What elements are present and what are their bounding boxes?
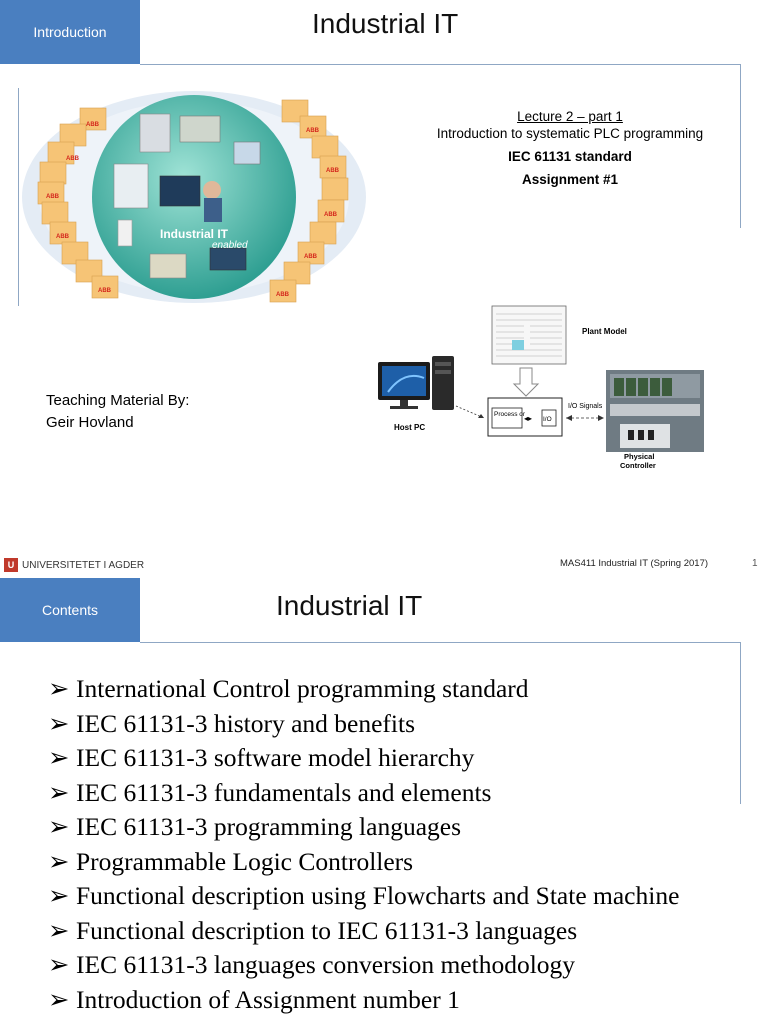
list-item: ➢IEC 61131-3 software model hierarchy (48, 743, 475, 772)
system-diagram: Plant Model Host PC Process or ◂▸ I/O I/… (378, 305, 704, 470)
list-item: ➢IEC 61131-3 programming languages (48, 812, 462, 841)
svg-text:ABB: ABB (306, 128, 320, 134)
list-item: ➢Functional description using Flowcharts… (48, 881, 680, 910)
list-item: ➢Introduction of Assignment number 1 (48, 984, 460, 1014)
arrow-bullet-icon: ➢ (48, 846, 70, 876)
list-item: ➢IEC 61131-3 languages conversion method… (48, 950, 576, 979)
svg-text:Plant Model: Plant Model (582, 327, 627, 336)
svg-text:ABB: ABB (56, 234, 70, 240)
svg-text:ABB: ABB (98, 288, 112, 294)
svg-text:ABB: ABB (276, 292, 290, 298)
cabinet-icon (139, 113, 171, 153)
slide-title: Industrial IT (312, 8, 459, 39)
university-logo: U UNIVERSITETET I AGDER (4, 558, 144, 572)
controller-icon (149, 253, 187, 279)
contents-list: ➢International Control programming stand… (48, 674, 688, 1019)
svg-text:ABB: ABB (46, 194, 60, 200)
right-rule (740, 642, 741, 804)
plc-rack-icon (179, 115, 221, 143)
operator-icon (203, 181, 221, 199)
list-item: ➢IEC 61131-3 fundamentals and elements (48, 777, 492, 807)
svg-text:ABB: ABB (326, 168, 340, 174)
title-rule (140, 64, 740, 65)
screen-icon (233, 141, 261, 165)
teaching-author: Geir Hovland (46, 414, 134, 431)
list-item: ➢Programmable Logic Controllers (48, 846, 414, 876)
svg-text:ABB: ABB (324, 212, 338, 218)
section-tag: Contents (0, 578, 140, 642)
list-item: ➢IEC 61131-3 history and benefits (48, 708, 415, 738)
right-card-stack (269, 99, 349, 303)
svg-text:ABB: ABB (86, 122, 100, 128)
arrow-bullet-icon: ➢ (48, 950, 70, 979)
svg-text:Controller: Controller (620, 461, 656, 470)
left-card-stack (37, 107, 119, 299)
teaching-credit: Teaching Material By: Geir Hovland (46, 390, 189, 434)
slide-introduction: Introduction Industrial IT (0, 0, 758, 572)
svg-text:I/O: I/O (543, 416, 552, 423)
panel-icon (113, 163, 149, 209)
slide-title: Industrial IT (276, 590, 423, 621)
svg-text:Host PC: Host PC (394, 423, 425, 432)
arrow-bullet-icon: ➢ (48, 984, 70, 1014)
university-logo-icon: U (4, 558, 18, 572)
svg-text:I/O Signals: I/O Signals (568, 403, 603, 410)
list-item: ➢International Control programming stand… (48, 674, 529, 703)
arrow-bullet-icon: ➢ (48, 812, 70, 841)
svg-text:◂▸: ◂▸ (524, 414, 532, 423)
monitor-icon (159, 175, 201, 207)
physical-controller-photo (606, 370, 704, 452)
host-pc-icon (378, 356, 454, 410)
industrial-it-illustration: ABB ABB ABB ABB ABB ABB ABB ABB ABB ABB (22, 91, 366, 303)
device-icon (117, 219, 133, 247)
university-name: UNIVERSITETET I AGDER (22, 559, 145, 571)
svg-text:Process or: Process or (494, 411, 526, 418)
section-tag: Introduction (0, 0, 140, 64)
lecture-standard: IEC 61131 standard (508, 149, 632, 164)
svg-text:Physical: Physical (624, 452, 654, 461)
list-item: ➢Functional description to IEC 61131-3 l… (48, 915, 578, 945)
slide-contents: Contents Industrial IT ➢International Co… (0, 578, 768, 1024)
down-arrow-icon (512, 367, 540, 397)
title-rule (140, 642, 740, 643)
arrow-bullet-icon: ➢ (48, 708, 70, 738)
left-rule (18, 88, 19, 306)
course-footer: MAS411 Industrial IT (Spring 2017) (560, 558, 709, 569)
svg-text:ABB: ABB (66, 156, 80, 162)
arrow-bullet-icon: ➢ (48, 777, 70, 807)
lecture-topic: Introduction to systematic PLC programmi… (436, 126, 704, 141)
right-rule (740, 64, 741, 228)
svg-text:ABB: ABB (304, 254, 318, 260)
page-number: 1 (752, 558, 758, 569)
lecture-assignment: Assignment #1 (521, 172, 619, 187)
arrow-bullet-icon: ➢ (48, 881, 70, 910)
svg-text:Industrial IT: Industrial IT (160, 227, 229, 241)
lecture-number: Lecture 2 – part 1 (517, 109, 623, 124)
display-icon (209, 247, 247, 271)
arrow-bullet-icon: ➢ (48, 743, 70, 772)
arrow-bullet-icon: ➢ (48, 674, 70, 703)
plant-model-sheet (491, 305, 567, 365)
teaching-label: Teaching Material By: (46, 392, 190, 409)
svg-text:enabled: enabled (212, 240, 248, 251)
lecture-info: Lecture 2 – part 1 Introduction to syste… (420, 108, 720, 188)
arrow-bullet-icon: ➢ (48, 915, 70, 945)
